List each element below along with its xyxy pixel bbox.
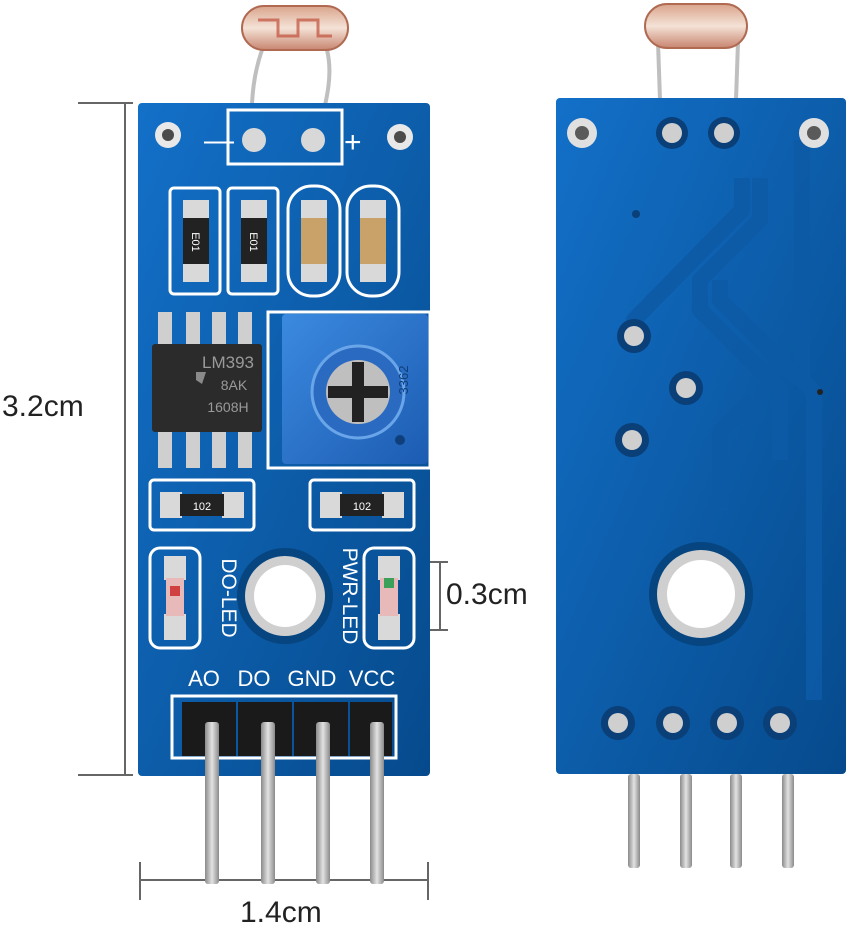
back-vias	[615, 210, 823, 457]
capacitor-2	[345, 184, 401, 298]
pin-label-vcc: VCC	[349, 666, 396, 691]
width-dimension-label: 1.4cm	[240, 896, 322, 929]
lm393-chip: LM393 8AK 1608H	[152, 312, 262, 468]
resistor-2: E01	[226, 186, 280, 296]
potentiometer: 3362	[266, 310, 432, 470]
width-dimension-line	[139, 862, 429, 900]
plus-mark: +	[344, 126, 362, 159]
pwr-led	[362, 546, 416, 650]
do-led	[148, 546, 202, 650]
pwr-led-label: PWR-LED	[338, 548, 361, 645]
back-pcb	[556, 98, 846, 774]
back-bottom-pads	[601, 706, 797, 740]
mounting-hole-right	[387, 124, 413, 150]
do-led-label: DO-LED	[217, 558, 240, 637]
chip-label-line3: 1608H	[207, 399, 248, 415]
front-board: — + E01 E01	[138, 5, 432, 884]
pin-label-ao: AO	[188, 666, 220, 691]
resistor-102-right-code: 102	[353, 501, 371, 513]
resistor-1: E01	[168, 186, 222, 296]
back-top-pads	[567, 117, 829, 149]
resistor-1-code: E01	[189, 232, 201, 252]
center-mounting-hole	[237, 548, 333, 644]
capacitor-1	[286, 184, 342, 298]
photoresistor-back	[644, 3, 748, 49]
height-dimension-line	[78, 102, 133, 776]
photoresistor	[241, 5, 349, 51]
mounting-hole-left	[155, 122, 181, 148]
back-board	[556, 3, 846, 868]
ldr-pad-box	[226, 108, 344, 166]
height-dimension-label: 3.2cm	[2, 390, 84, 423]
resistor-102-left-code: 102	[193, 501, 211, 513]
chip-label-line2: 8AK	[221, 377, 248, 393]
header-outline	[170, 694, 398, 760]
pin-label-do: DO	[238, 666, 271, 691]
back-mounting-hole	[649, 542, 753, 646]
minus-mark: —	[204, 124, 234, 157]
back-pins	[628, 774, 794, 868]
header-pins	[205, 722, 384, 884]
potentiometer-code: 3362	[396, 366, 411, 395]
hole-dimension-label: 0.3cm	[446, 578, 528, 611]
resistor-102-left: 102	[148, 478, 256, 532]
resistor-2-code: E01	[247, 232, 259, 252]
resistor-102-right: 102	[308, 478, 416, 532]
pcb-traces	[626, 140, 822, 700]
chip-label-line1: LM393	[202, 353, 254, 372]
pin-label-gnd: GND	[288, 666, 337, 691]
